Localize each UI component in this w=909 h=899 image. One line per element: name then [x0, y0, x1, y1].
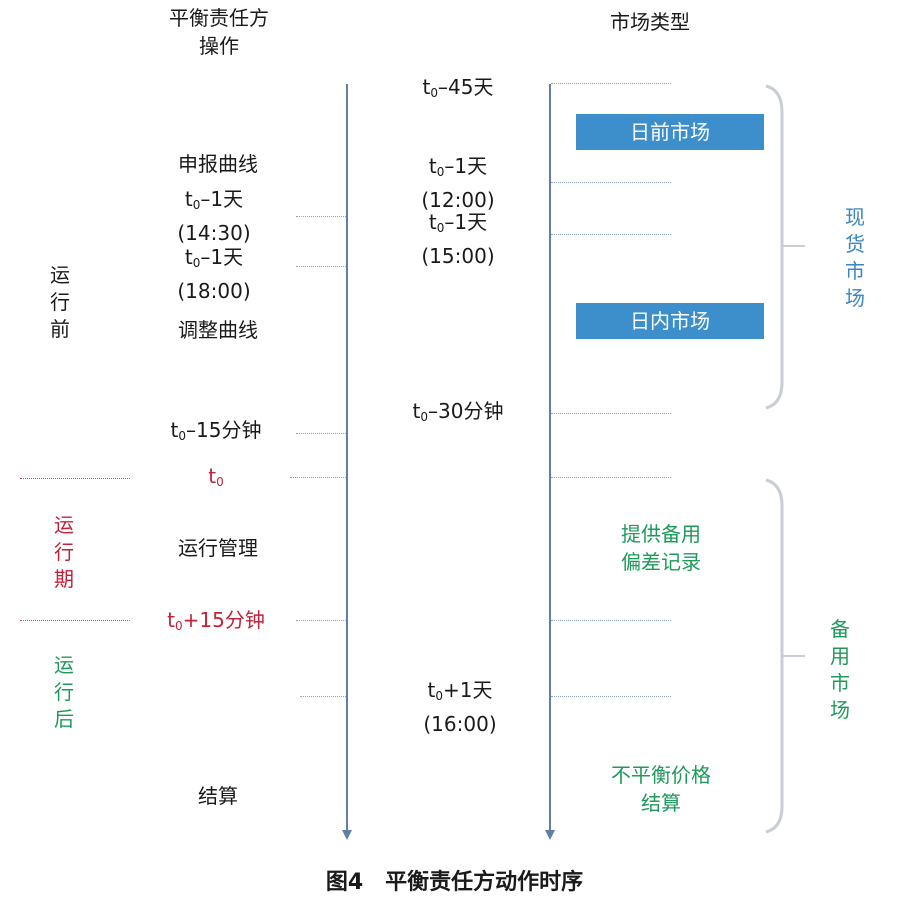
reserve-deviation-record: 提供备用 偏差记录 — [621, 522, 701, 574]
tick-right-1200 — [551, 182, 671, 183]
event-t-1day-1800: t0–1天 (18:00) — [177, 245, 251, 303]
time-t-1day-1200: t0–1天 (12:00) — [421, 154, 495, 212]
time-t-plus-1day-1600: t0+1天 (16:00) — [423, 678, 497, 736]
phase-during: 运行期 — [54, 513, 74, 591]
right-axis-arrow-icon — [545, 830, 555, 840]
phase-before: 运行前 — [50, 263, 70, 341]
event-bid-curve: 申报曲线 — [178, 152, 258, 176]
phase-separator-end — [20, 620, 130, 621]
event-t-plus-15min: t0+15分钟 — [167, 608, 265, 633]
tick-right-t0 — [551, 477, 671, 478]
tick-left-15min — [296, 433, 346, 434]
left-axis-arrow-icon — [342, 830, 352, 840]
spot-market-label: 现货市场 — [845, 205, 865, 310]
left-column-header: 平衡责任方 操作 — [169, 6, 269, 58]
right-column-header: 市场类型 — [610, 10, 690, 34]
tick-left-t0 — [290, 477, 346, 478]
right-timeline-axis — [549, 84, 551, 834]
figure-caption: 图4 平衡责任方动作时序 — [325, 870, 584, 895]
time-t-1day-1500: t0–1天 (15:00) — [421, 210, 495, 268]
tick-right-plus1day — [551, 696, 671, 697]
event-t-15min: t0–15分钟 — [170, 418, 262, 443]
event-t-1day-1430: t0–1天 (14:30) — [177, 187, 251, 245]
tick-right-plus15 — [551, 620, 671, 621]
time-t-30min: t0–30分钟 — [412, 399, 504, 424]
event-adjust-curve: 调整曲线 — [178, 318, 258, 342]
event-settlement: 结算 — [198, 784, 238, 808]
tick-left-1800 — [296, 266, 346, 267]
tick-right-45days — [551, 83, 671, 84]
event-operation-management: 运行管理 — [178, 536, 258, 560]
tick-left-plus15 — [296, 620, 346, 621]
tick-left-1430 — [296, 216, 346, 217]
imbalance-price-settlement: 不平衡价格 结算 — [611, 763, 711, 815]
time-t-45days: t0–45天 — [422, 75, 494, 100]
day-ahead-market-box: 日前市场 — [576, 114, 764, 150]
standby-market-brace — [765, 478, 784, 834]
standby-market-label: 备用市场 — [830, 617, 850, 722]
tick-left-plus1day — [300, 696, 346, 697]
tick-right-1500 — [551, 234, 671, 235]
phase-separator-start — [20, 478, 130, 479]
tick-right-30min — [551, 413, 671, 414]
event-t0: t0 — [208, 464, 224, 489]
phase-after: 运行后 — [54, 653, 74, 731]
spot-market-brace — [765, 84, 784, 410]
intraday-market-box: 日内市场 — [576, 303, 764, 339]
left-timeline-axis — [346, 84, 348, 834]
